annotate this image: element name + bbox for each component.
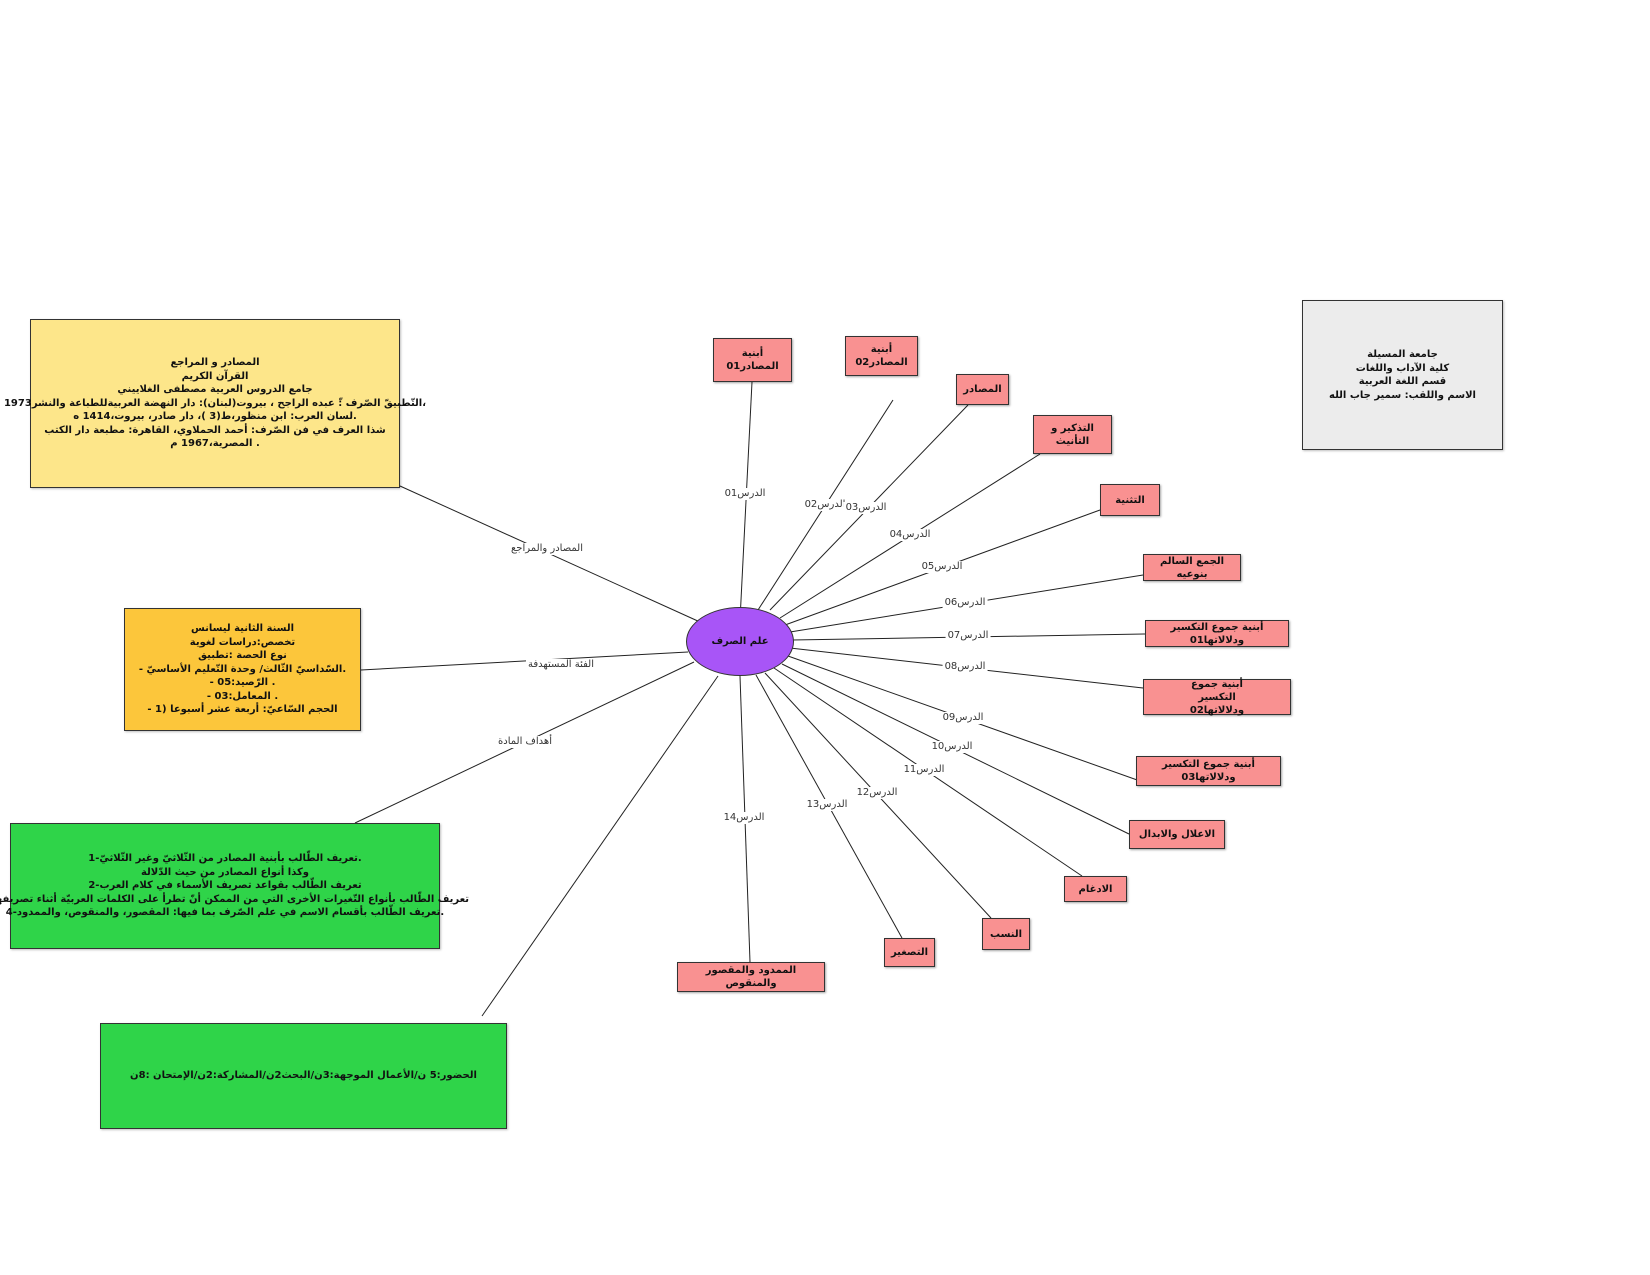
edge-label-lesson-11: الدرس11 (901, 764, 947, 776)
goals-line: وكذا أنواع المصادر من حيث الدّلالة (140, 866, 310, 878)
university-line: جامعة المسيلة (1367, 349, 1438, 360)
lesson-node-11[interactable]: الادغام (1064, 876, 1127, 902)
connector-audience (360, 651, 689, 671)
lesson-label: التثنية (1115, 494, 1145, 506)
references-line: شذا العرف في فن الصّرف: أحمد الحملاوي، ا… (44, 424, 386, 436)
edge-label-lesson-05: الدرس05 (919, 561, 965, 573)
audience-line: نوع الحصة :تطبيق (198, 650, 287, 662)
lesson-node-08[interactable]: أبنية جموع التكسير ودلالاتها02 (1143, 678, 1291, 716)
target-audience-box[interactable]: السنة الثانية ليسانس تخصص:دراسات لغوية ن… (124, 608, 361, 731)
references-line: المصرية،1967 م . (170, 438, 260, 450)
connector-lesson-01 (739, 381, 753, 621)
lesson-node-05[interactable]: التثنية (1100, 484, 1160, 516)
lesson-label: أبنية المصادر01 (726, 348, 779, 372)
evaluation-box[interactable]: الحضور:5 ن/الأعمال الموجهة:3ن/البحث2ن/ال… (100, 1023, 507, 1129)
references-line: التّطبيقّ الصّرف :ّ عبده الراجح ، بيروت(… (3, 397, 427, 409)
lesson-node-12[interactable]: النسب (982, 918, 1030, 950)
central-topic-node[interactable]: علم الصرف (686, 607, 794, 676)
audience-line: - الحجم السّاعيّ: أربعة عشر أسبوعا (1 (147, 704, 338, 716)
audience-lines: السنة الثانية ليسانس تخصص:دراسات لغوية ن… (139, 622, 346, 717)
goals-line: 1-تعريف الطّالب بأبنية المصادر من الثّلا… (88, 853, 362, 865)
lesson-label: الاعلال والابدال (1138, 829, 1216, 840)
course-goals-box[interactable]: 1-تعريف الطّالب بأبنية المصادر من الثّلا… (0, 823, 469, 949)
edge-label-lesson-07: الدرس07 (945, 630, 991, 642)
references-line: القرآن الكريم (181, 370, 249, 382)
audience-line: - السّداسيّ الثّالث/ وحدة التّعليم الأسا… (138, 663, 347, 675)
goals-lines: 1-تعريف الطّالب بأبنية المصادر من الثّلا… (0, 852, 469, 920)
edge-label-audience: الفئة المستهدفة (526, 659, 596, 671)
university-line: الاسم واللقب: سمير جاب الله (1329, 389, 1476, 401)
university-line: قسم اللغة العربية (1358, 376, 1447, 387)
audience-line: تخصص:دراسات لغوية (189, 636, 296, 648)
edge-label-goals: أهداف المادة (496, 736, 554, 748)
edge-label-lesson-12: الدرس12 (854, 787, 900, 799)
lesson-node-14[interactable]: الممدود والمقصور والمنقوص (677, 962, 825, 992)
edge-label-references: المصادر والمراجع (508, 543, 586, 555)
lesson-label: النسب (989, 928, 1023, 940)
lesson-label: أبنية جموع التكسير ودلالاتها03 (1162, 759, 1255, 783)
lesson-node-06[interactable]: الجمع السالم بنوعيه (1143, 554, 1241, 581)
lesson-label: التصغير (890, 947, 929, 958)
lesson-label: الادغام (1078, 883, 1113, 895)
goals-line: 2-تعريف الطّالب بقواعد تصريف الأسماء في … (88, 880, 362, 892)
edge-label-lesson-06: الدرس06 (942, 597, 988, 609)
lesson-label: التذكير و التأنيث (1051, 422, 1094, 447)
central-topic-label: علم الصرف (711, 636, 769, 647)
lesson-node-03[interactable]: المصادر (956, 374, 1009, 405)
lesson-label: الممدود والمقصور والمنقوص (705, 965, 797, 989)
lesson-label: أبنية جموع التكسير ودلالاتها01 (1170, 621, 1264, 646)
university-line: كلية الآداب واللغات (1355, 362, 1450, 374)
audience-line: - المعامل:03 . (206, 690, 279, 702)
edge-label-lesson-09: الدرس09 (940, 712, 986, 724)
lesson-node-09[interactable]: أبنية جموع التكسير ودلالاتها03 (1136, 756, 1281, 786)
edge-label-lesson-02: الدرس02 (802, 499, 848, 511)
lesson-node-07[interactable]: أبنية جموع التكسير ودلالاتها01 (1145, 620, 1289, 647)
lesson-label: الجمع السالم بنوعيه (1159, 555, 1225, 580)
references-line: لسان العرب: ابن منظور،ط(3 )، دار صادر، ب… (73, 411, 357, 423)
references-line: جامع الدروس العربية مصطفى الغلاييني (117, 384, 313, 396)
lesson-node-04[interactable]: التذكير و التأنيث (1033, 415, 1112, 454)
audience-line: السنة الثانية ليسانس (190, 623, 295, 635)
edge-label-lesson-14: الدرس14 (721, 812, 767, 824)
goals-line: 4-تعريف الطّالب بأقسام الاسم في علم الصّ… (5, 907, 445, 919)
lesson-node-13[interactable]: التصغير (884, 938, 935, 967)
goals-line: 3-تعريف الطّالب بأنواع التّغيرات الأخرى … (0, 893, 470, 905)
connector-evaluation (481, 675, 719, 1017)
edge-label-lesson-04: الدرس04 (887, 529, 933, 541)
references-line: المصادر و المراجع (170, 357, 260, 369)
university-lines: جامعة المسيلة كلية الآداب واللغات قسم ال… (1329, 348, 1476, 402)
lesson-node-10[interactable]: الاعلال والابدال (1129, 820, 1225, 849)
evaluation-lines: الحضور:5 ن/الأعمال الموجهة:3ن/البحث2ن/ال… (130, 1069, 477, 1083)
lesson-node-01[interactable]: أبنية المصادر01 (713, 338, 792, 382)
evaluation-line: الحضور:5 ن/الأعمال الموجهة:3ن/البحث2ن/ال… (130, 1070, 477, 1082)
edge-label-lesson-10: الدرس10 (929, 741, 975, 753)
lesson-label: أبنية جموع التكسير ودلالاتها02 (1189, 678, 1245, 716)
edge-label-lesson-13: الدرس13 (804, 799, 850, 811)
lesson-label: أبنية المصادر02 (855, 344, 908, 368)
university-info-box[interactable]: جامعة المسيلة كلية الآداب واللغات قسم ال… (1302, 300, 1503, 450)
lesson-label: المصادر (963, 384, 1002, 395)
edge-label-lesson-01: الدرس01 (722, 488, 768, 500)
edge-label-lesson-08: الدرس08 (942, 661, 988, 673)
references-box[interactable]: المصادر و المراجع القرآن الكريم جامع الد… (4, 319, 426, 488)
edge-label-lesson-03: الدرس03 (843, 502, 889, 514)
references-lines: المصادر و المراجع القرآن الكريم جامع الد… (4, 356, 426, 451)
audience-line: - الرّصيد:05 . (209, 677, 276, 689)
lesson-node-02[interactable]: أبنية المصادر02 (845, 336, 918, 376)
